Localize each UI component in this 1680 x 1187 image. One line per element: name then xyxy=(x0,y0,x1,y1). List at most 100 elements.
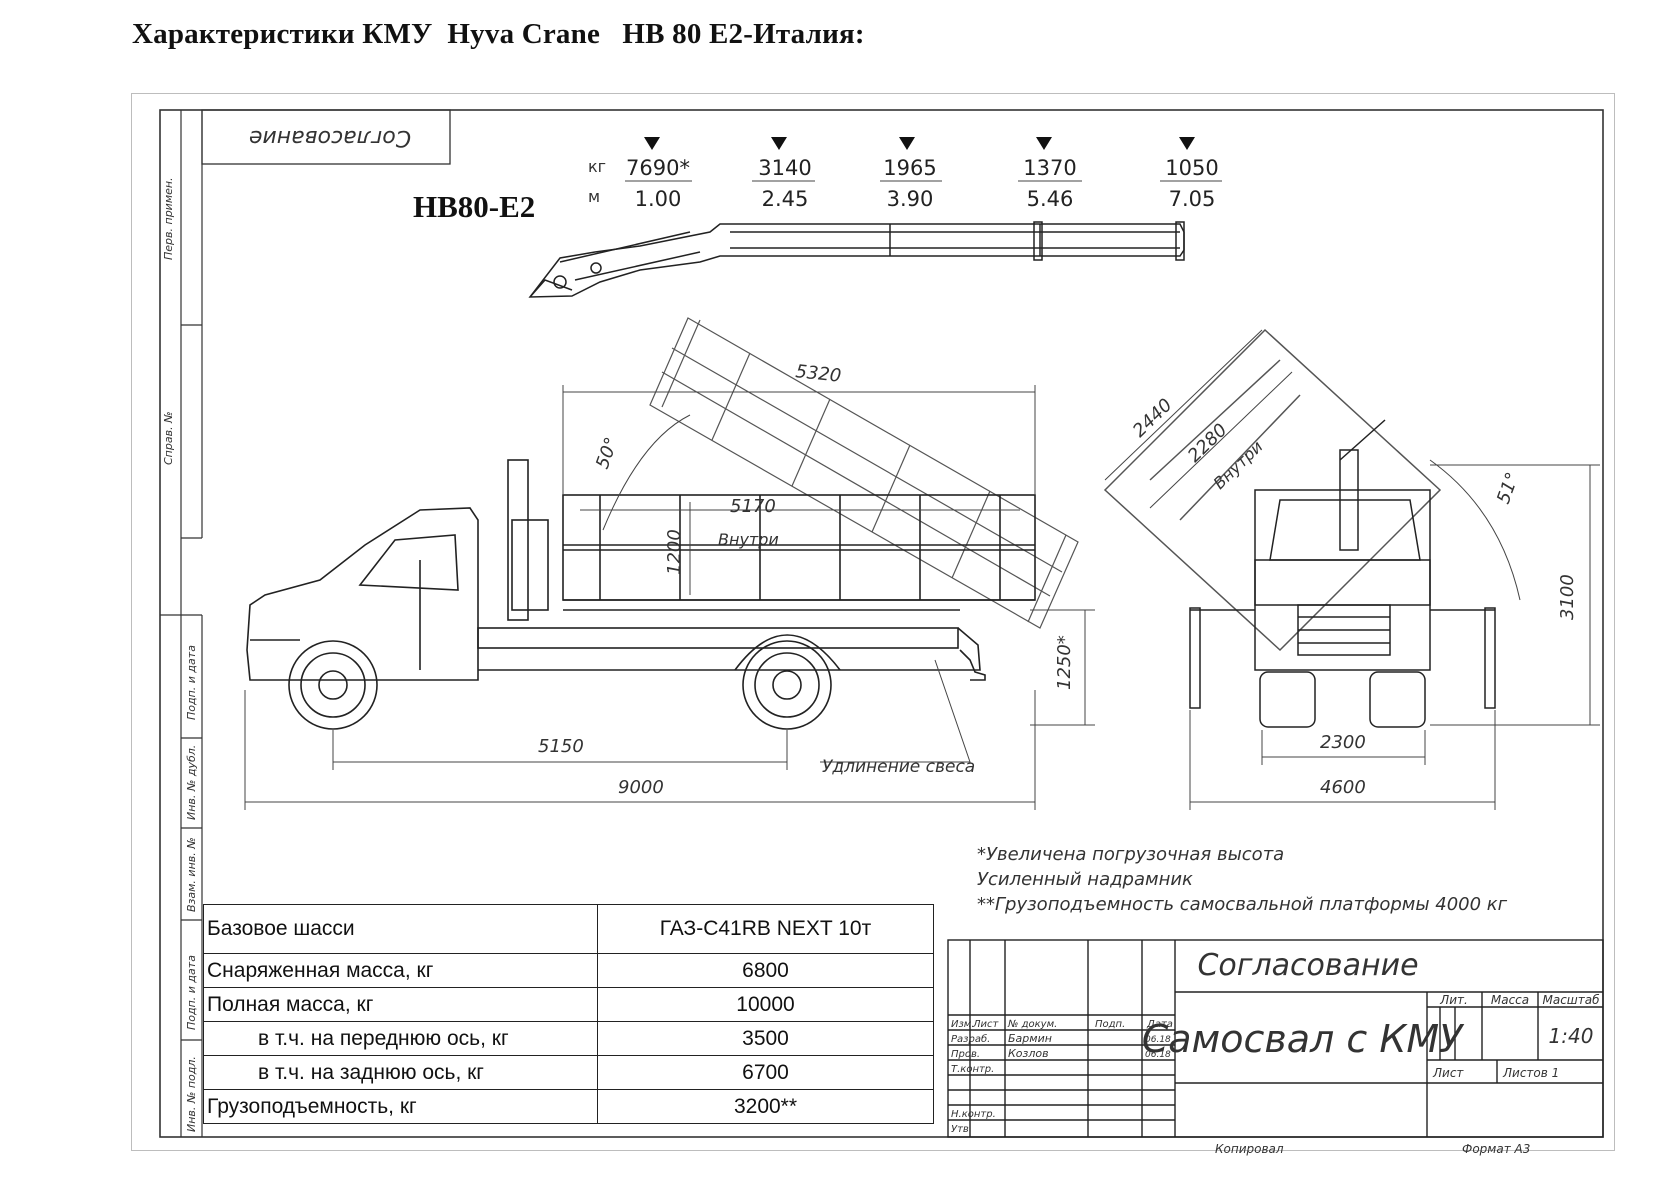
spec-label: в т.ч. на заднюю ось, кг xyxy=(203,1055,598,1090)
title-block-role: Т.контр. xyxy=(951,1064,994,1075)
tilted-dump-body xyxy=(649,317,1079,629)
side-dimension-labels: 5320 50° 5170 Внутри 1200 1250* 5150 900… xyxy=(538,361,1075,798)
spec-value: 6800 xyxy=(597,953,934,988)
spec-value: 3500 xyxy=(597,1021,934,1056)
drawing-sheet xyxy=(131,93,1615,1151)
spec-value: 3200** xyxy=(597,1089,934,1124)
unit-m-label: м xyxy=(588,187,600,206)
page-title: Характеристики КМУ Hyva Crane HB 80 E2-И… xyxy=(132,18,865,50)
margin-label: Подп. и дата xyxy=(185,955,198,1030)
title-block xyxy=(947,939,1604,1138)
left-margin-labels: Перв. примен. Справ. № Подп. и дата Инв.… xyxy=(162,177,198,1132)
margin-label: Справ. № xyxy=(162,411,175,465)
title-block-row: Дата xyxy=(1146,1019,1173,1030)
load-m: 2.45 xyxy=(762,187,809,211)
load-kg: 1965 xyxy=(883,156,936,180)
load-m: 3.90 xyxy=(887,187,934,211)
copied-label: Копировал xyxy=(1215,1142,1284,1156)
approval-stamp-box xyxy=(201,109,451,165)
dimension-label: 5170 xyxy=(730,496,776,517)
dimension-label: 5320 xyxy=(794,361,842,387)
dimension-label: Внутри xyxy=(718,530,779,549)
spec-label: в т.ч. на переднюю ось, кг xyxy=(203,1021,598,1056)
title-block-sheet: Лист xyxy=(1432,1066,1464,1080)
left-margin-strip xyxy=(160,110,203,1137)
dimension-label: 50° xyxy=(592,435,623,472)
note: Усиленный надрамник xyxy=(977,869,1193,890)
load-kg: 3140 xyxy=(758,156,811,180)
margin-label: Перв. примен. xyxy=(162,177,175,260)
dimension-label: 5150 xyxy=(538,736,584,757)
margin-label: Инв. № подл. xyxy=(185,1056,198,1132)
note: **Грузоподъемность самосвальной платформ… xyxy=(977,894,1508,915)
crane-boom xyxy=(528,221,1185,298)
title-block-date: 06.18 xyxy=(1145,1035,1171,1045)
spec-value: 6700 xyxy=(597,1055,934,1090)
spec-value: ГАЗ-С41RB NEXT 10т xyxy=(597,904,934,954)
spec-label: Снаряженная масса, кг xyxy=(203,953,598,988)
load-kg: 7690* xyxy=(626,156,690,180)
dimension-label: 1250* xyxy=(1054,635,1075,690)
load-kg: 1370 xyxy=(1023,156,1076,180)
spec-label: Полная масса, кг xyxy=(203,987,598,1022)
rear-dimension-lines xyxy=(1104,329,1600,810)
dimension-label: 1200 xyxy=(664,529,685,575)
dimension-label: 4600 xyxy=(1320,777,1366,798)
spec-table: Базовое шасси ГАЗ-С41RB NEXT 10т Снаряже… xyxy=(203,904,934,1124)
spec-row: в т.ч. на переднюю ось, кг 3500 xyxy=(203,1021,934,1056)
dimension-label: Удлинение свеса xyxy=(822,757,975,777)
notes: *Увеличена погрузочная высота Усиленный … xyxy=(977,844,1508,915)
spec-row: Полная масса, кг 10000 xyxy=(203,987,934,1022)
load-kg: 1050 xyxy=(1165,156,1218,180)
spec-row: Снаряженная масса, кг 6800 xyxy=(203,953,934,988)
rear-dimension-labels: 2440 2280 Внутри 51° 3100 2300 4600 xyxy=(1129,395,1578,798)
title-block-role: Утв. xyxy=(951,1124,972,1135)
title-block-col: Масса xyxy=(1491,993,1529,1007)
truck-side-view xyxy=(246,459,1036,730)
spec-value: 10000 xyxy=(597,987,934,1022)
spec-label: Базовое шасси xyxy=(203,904,598,954)
title-block-name: Самосвал с КМУ xyxy=(1142,1017,1465,1061)
spec-row: Базовое шасси ГАЗ-С41RB NEXT 10т xyxy=(203,904,934,954)
title-block-col: Масштаб xyxy=(1542,993,1600,1007)
approval-stamp-text: Согласование xyxy=(249,125,411,150)
title-block-row: Лист xyxy=(972,1019,1000,1030)
title-block-date: 06.18 xyxy=(1145,1050,1171,1060)
dimension-label: 2300 xyxy=(1320,732,1366,753)
title-block-sheets: Листов 1 xyxy=(1502,1066,1559,1080)
load-table: 7690* 1.00 3140 2.45 1965 3.90 1370 5.46… xyxy=(626,156,1219,211)
title-block-role: Разраб. xyxy=(951,1033,990,1045)
side-dimension-lines xyxy=(244,385,1095,810)
dimension-label: 51° xyxy=(1493,470,1524,507)
dimension-label: 9000 xyxy=(618,777,664,798)
title-block-text: Согласование Самосвал с КМУ Лит. Масса М… xyxy=(951,948,1600,1156)
format-label: Формат А3 xyxy=(1462,1142,1530,1156)
load-markers xyxy=(644,137,1195,150)
truck-rear-view xyxy=(1103,328,1496,728)
title-block-row: Изм. xyxy=(951,1019,975,1030)
load-m: 5.46 xyxy=(1027,187,1074,211)
title-block-role: Пров. xyxy=(951,1049,980,1060)
note: *Увеличена погрузочная высота xyxy=(977,844,1284,865)
title-block-row: № докум. xyxy=(1007,1019,1057,1030)
title-block-header: Согласование xyxy=(1197,948,1418,983)
spec-row: Грузоподъемность, кг 3200** xyxy=(203,1089,934,1124)
spec-label: Грузоподъемность, кг xyxy=(203,1089,598,1124)
title-block-person: Козлов xyxy=(1008,1047,1049,1060)
inner-frame xyxy=(159,109,1604,1138)
load-m: 7.05 xyxy=(1169,187,1216,211)
crane-model-label: HB80-E2 xyxy=(413,189,535,224)
load-m: 1.00 xyxy=(635,187,682,211)
margin-label: Инв. № дубл. xyxy=(185,745,198,820)
unit-kg-label: кг xyxy=(588,157,606,176)
margin-label: Подп. и дата xyxy=(185,645,198,720)
title-block-scale: 1:40 xyxy=(1549,1024,1594,1048)
title-block-person: Бармин xyxy=(1008,1032,1052,1045)
spec-row: в т.ч. на заднюю ось, кг 6700 xyxy=(203,1055,934,1090)
title-block-role: Н.контр. xyxy=(951,1109,996,1120)
title-block-col: Лит. xyxy=(1439,993,1468,1007)
margin-label: Взам. инв. № xyxy=(185,837,198,912)
title-block-row: Подп. xyxy=(1095,1019,1125,1030)
dimension-label: 3100 xyxy=(1557,574,1578,620)
